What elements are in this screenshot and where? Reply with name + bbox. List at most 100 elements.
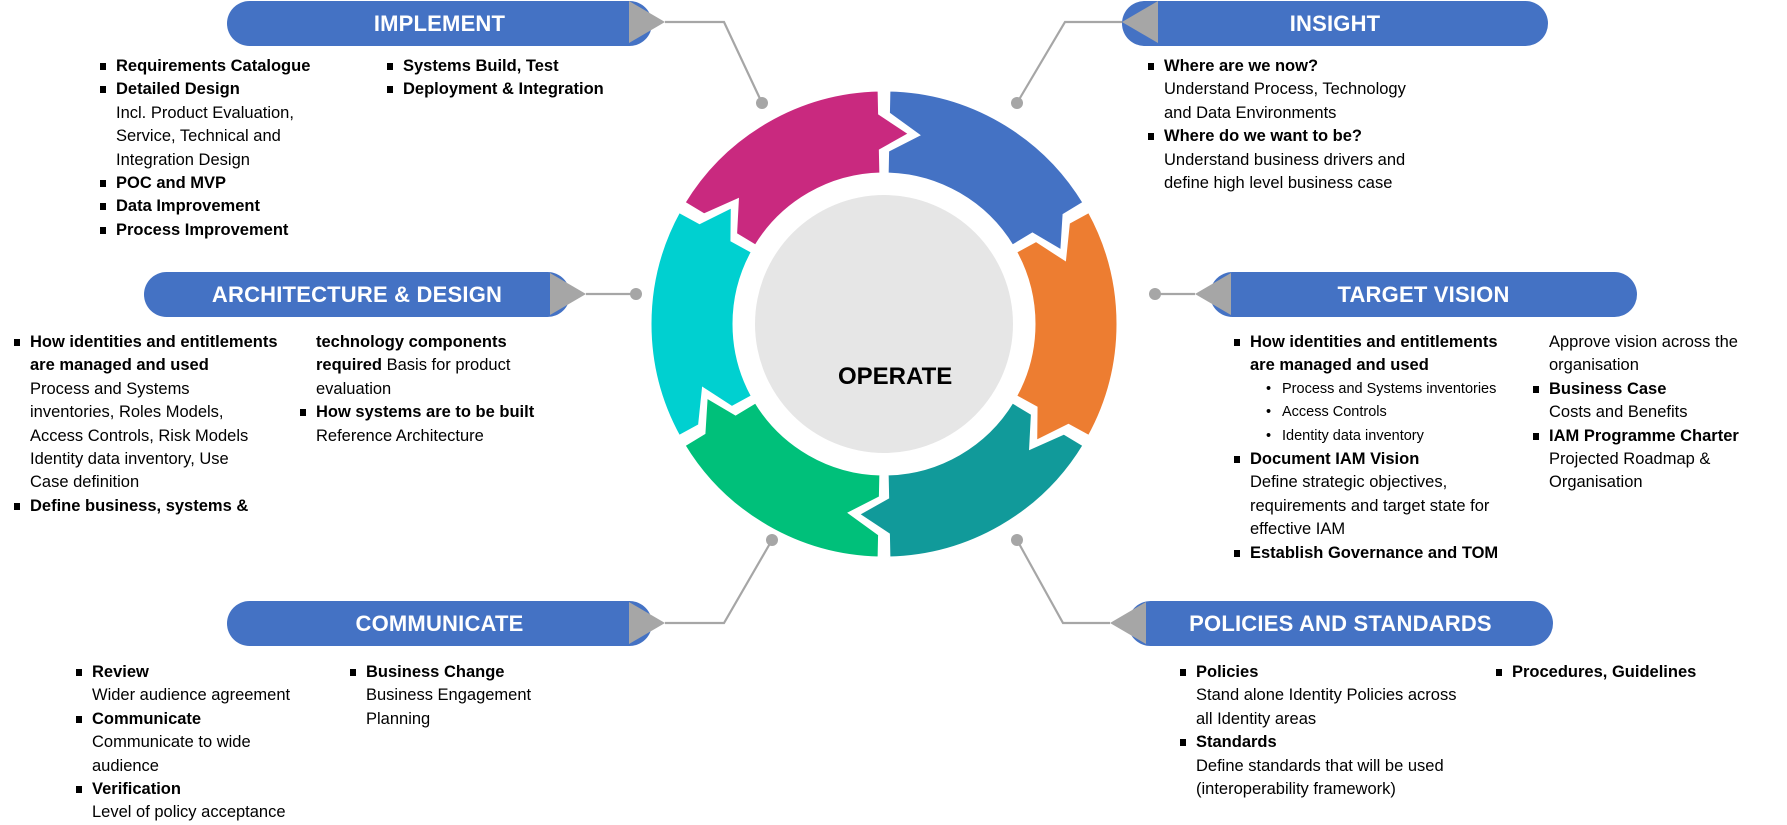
list-item: Data Improvement [100, 195, 340, 218]
connector-dot-policies [1011, 534, 1023, 546]
bullet-list: Procedures, Guidelines [1496, 661, 1776, 684]
item-description: Business Engagement [366, 686, 532, 705]
connector-dot-architecture [630, 288, 642, 300]
list-item: Where are we now? Understand Process, Tec… [1148, 55, 1448, 125]
center-label: OPERATE [838, 363, 953, 390]
item-title: Business Change [366, 663, 505, 681]
item-description: Define strategic objectives, [1250, 473, 1448, 492]
bullet-list: How identities and entitlements are mana… [1234, 331, 1524, 565]
list-item: POC and MVP [100, 172, 340, 195]
item-description: (interoperability framework) [1196, 780, 1396, 799]
item-description: Service, Technical and [116, 127, 281, 146]
wheel-segment-implement [681, 88, 913, 249]
list-item: Establish Governance and TOM [1234, 542, 1524, 565]
item-title: Communicate [92, 709, 202, 728]
item-description: Define standards that will be used [1196, 756, 1444, 775]
item-description: inventories, Roles Models, [30, 403, 224, 422]
item-title: technology components required [316, 333, 507, 375]
item-description: Costs and Benefits [1549, 403, 1688, 422]
item-description: Identity data inventory, Use [30, 450, 229, 469]
phase-title: ARCHITECTURE & DESIGN [211, 281, 503, 307]
sub-list-item: Identity data inventory [1250, 425, 1524, 449]
item-title: How systems are to be built [316, 403, 535, 422]
item-title: Systems Build, Test [403, 57, 559, 75]
list-item: How identities and entitlements are mana… [1234, 331, 1524, 448]
insight-list: Where are we now? Understand Process, Tec… [1148, 55, 1448, 195]
item-description: Wider audience agreement [92, 686, 291, 705]
wheel-segment-policies [855, 399, 1087, 560]
architecture-list-col1: How identities and entitlements are mana… [14, 331, 284, 518]
continued-description: Approve vision across the [1549, 333, 1738, 351]
wheel-segment-architecture [648, 203, 755, 439]
connector-dot-communicate [766, 534, 778, 546]
item-title: Where do we want to be? [1164, 127, 1363, 146]
phase-header-target-vision: TARGET VISION [1210, 272, 1637, 317]
item-title: Standards [1196, 733, 1277, 752]
item-description: Reference Architecture [316, 426, 484, 445]
sub-list-item: Access Controls [1250, 401, 1524, 425]
item-description: and Data Environments [1164, 103, 1337, 122]
connector-line-implement [665, 20, 763, 104]
item-title: Document IAM Vision [1250, 450, 1420, 469]
list-item: Process Improvement [100, 219, 340, 242]
item-description: Case definition [30, 473, 140, 492]
list-item: Requirements Catalogue [100, 55, 340, 78]
wheel-segment-insight [885, 88, 1087, 254]
item-title: Define business, systems & [30, 496, 249, 515]
item-description: Understand Process, Technology [1164, 80, 1406, 99]
item-description: define high level business case [1164, 174, 1393, 193]
phase-header-policies: POLICIES AND STANDARDS [1128, 601, 1553, 646]
item-description: Organisation [1549, 473, 1643, 492]
connector-dot-implement [756, 97, 768, 109]
item-description: Level of policy acceptance [92, 803, 286, 822]
phase-header-communicate: COMMUNICATE [227, 601, 652, 646]
item-title: Policies [1196, 663, 1259, 681]
list-item: Define business, systems & [14, 495, 284, 518]
item-description: Integration Design [116, 150, 250, 169]
item-title: POC and MVP [116, 174, 227, 193]
phase-header-implement: IMPLEMENT [227, 1, 652, 46]
item-title: How identities and entitlements are mana… [1250, 333, 1498, 375]
list-item: Systems Build, Test [387, 55, 647, 78]
target-vision-list-col1: How identities and entitlements are mana… [1234, 331, 1524, 565]
item-title: Review [92, 663, 149, 681]
item-title: Requirements Catalogue [116, 57, 311, 75]
item-title: Business Case [1549, 379, 1667, 398]
continued-description: organisation [1549, 356, 1639, 375]
bullet-list: How identities and entitlements are mana… [14, 331, 284, 518]
item-description: Process and Systems [30, 379, 190, 398]
item-title: Establish Governance and TOM [1250, 543, 1499, 562]
item-title: How identities and entitlements are mana… [30, 333, 278, 375]
wheel-segment-communicate [681, 394, 883, 560]
connector-dot-insight [1011, 97, 1023, 109]
item-description: effective IAM [1250, 520, 1346, 539]
item-description: audience [92, 756, 159, 775]
item-description: Stand alone Identity Policies across [1196, 686, 1457, 705]
wheel-segment-target-vision [1013, 209, 1120, 445]
phase-title: TARGET VISION [1337, 281, 1510, 307]
item-description: Communicate to wide [92, 733, 251, 752]
item-title: Where are we now? [1164, 57, 1319, 75]
connector-lines [586, 20, 1195, 625]
architecture-list-col2: technology components required Basis for… [300, 331, 570, 448]
